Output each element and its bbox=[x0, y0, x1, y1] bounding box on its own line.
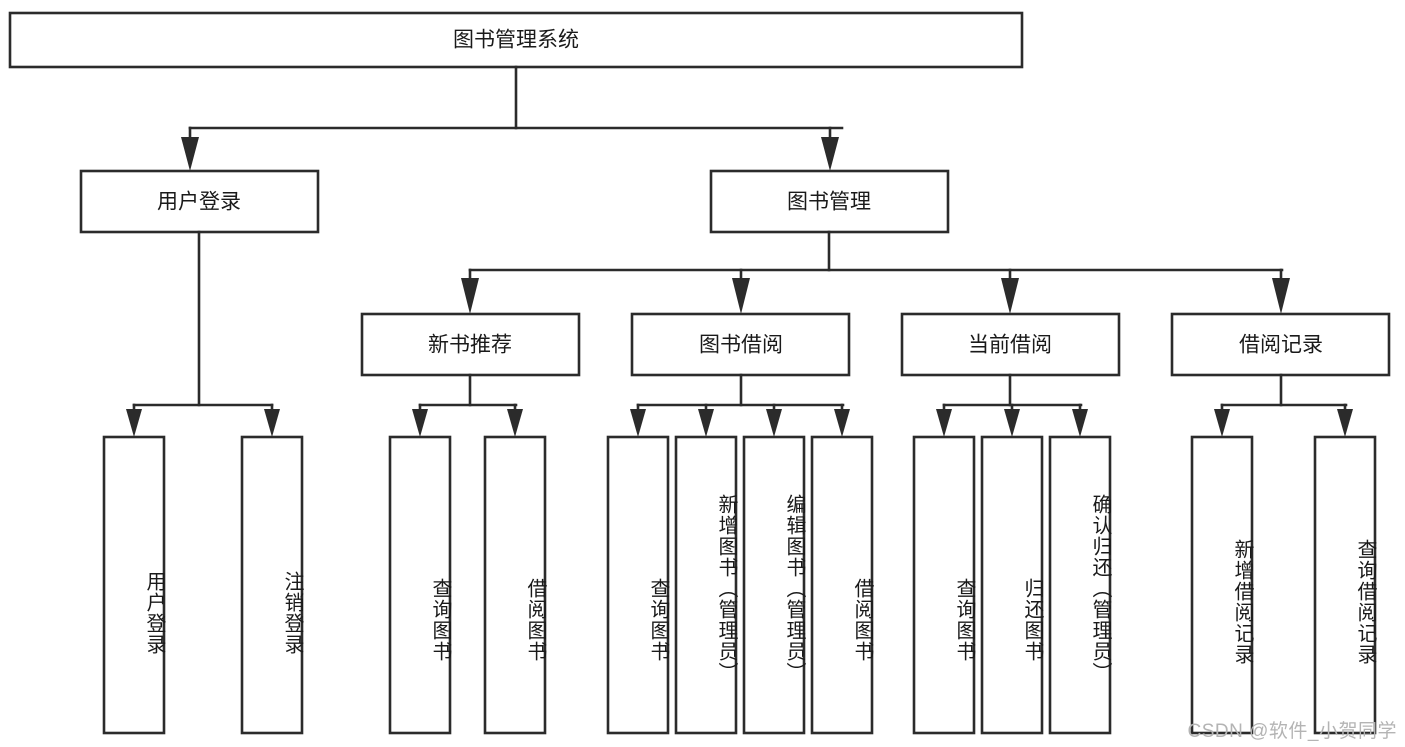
arrow-head-user-login-1 bbox=[126, 409, 142, 437]
arrow-head-current-2 bbox=[1004, 409, 1020, 437]
leaf-box-recommend-2[interactable] bbox=[483, 435, 547, 735]
node-borrow-record-box[interactable] bbox=[1170, 312, 1391, 377]
node-book-borrow-label: 图书借阅 bbox=[699, 334, 783, 357]
node-root-label: 图书管理系统 bbox=[453, 29, 579, 52]
arrow-head-level2-1 bbox=[181, 137, 199, 171]
arrow-head-borrow-4 bbox=[834, 409, 850, 437]
node-borrow-record-label: 借阅记录 bbox=[1239, 334, 1323, 357]
node-book-management-box[interactable] bbox=[709, 169, 950, 234]
leaf-box-borrow-4[interactable] bbox=[810, 435, 874, 735]
arrow-head-record-1 bbox=[1214, 409, 1230, 437]
arrow-head-current-3 bbox=[1072, 409, 1088, 437]
arrow-head-borrow-3 bbox=[766, 409, 782, 437]
arrow-head-recommend-2 bbox=[507, 409, 523, 437]
node-root-box[interactable] bbox=[8, 11, 1024, 69]
leaf-box-borrow-1[interactable] bbox=[606, 435, 670, 735]
leaf-box-recommend-1[interactable] bbox=[388, 435, 452, 735]
leaf-box-current-2[interactable] bbox=[980, 435, 1044, 735]
leaf-box-borrow-3[interactable] bbox=[742, 435, 806, 735]
arrow-head-level3-2 bbox=[732, 278, 750, 314]
arrow-head-level2-2 bbox=[821, 137, 839, 171]
arrow-head-recommend-1 bbox=[412, 409, 428, 437]
leaf-box-current-3[interactable] bbox=[1048, 435, 1112, 735]
arrow-head-level3-3 bbox=[1001, 278, 1019, 314]
leaf-box-user-login-1[interactable] bbox=[102, 435, 166, 735]
node-current-borrow-box[interactable] bbox=[900, 312, 1121, 377]
node-user-login-label: 用户登录 bbox=[157, 191, 241, 214]
node-book-borrow-box[interactable] bbox=[630, 312, 851, 377]
watermark-text: CSDN @软件_小贺同学 bbox=[1187, 721, 1397, 742]
leaf-box-user-login-2[interactable] bbox=[240, 435, 304, 735]
arrow-head-borrow-2 bbox=[698, 409, 714, 437]
arrow-head-record-2 bbox=[1337, 409, 1353, 437]
leaf-box-record-1[interactable] bbox=[1190, 435, 1254, 735]
node-new-book-recommend-box[interactable] bbox=[360, 312, 581, 377]
node-new-book-recommend-label: 新书推荐 bbox=[428, 334, 512, 357]
arrow-head-level3-4 bbox=[1272, 278, 1290, 314]
arrow-head-borrow-1 bbox=[630, 409, 646, 437]
leaf-box-record-2[interactable] bbox=[1313, 435, 1377, 735]
leaf-box-borrow-2[interactable] bbox=[674, 435, 738, 735]
node-book-management-label: 图书管理 bbox=[787, 191, 871, 214]
node-current-borrow-label: 当前借阅 bbox=[968, 334, 1052, 357]
leaf-box-current-1[interactable] bbox=[912, 435, 976, 735]
arrow-head-level3-1 bbox=[461, 278, 479, 314]
arrow-head-user-login-2 bbox=[264, 409, 280, 437]
arrow-head-current-1 bbox=[936, 409, 952, 437]
